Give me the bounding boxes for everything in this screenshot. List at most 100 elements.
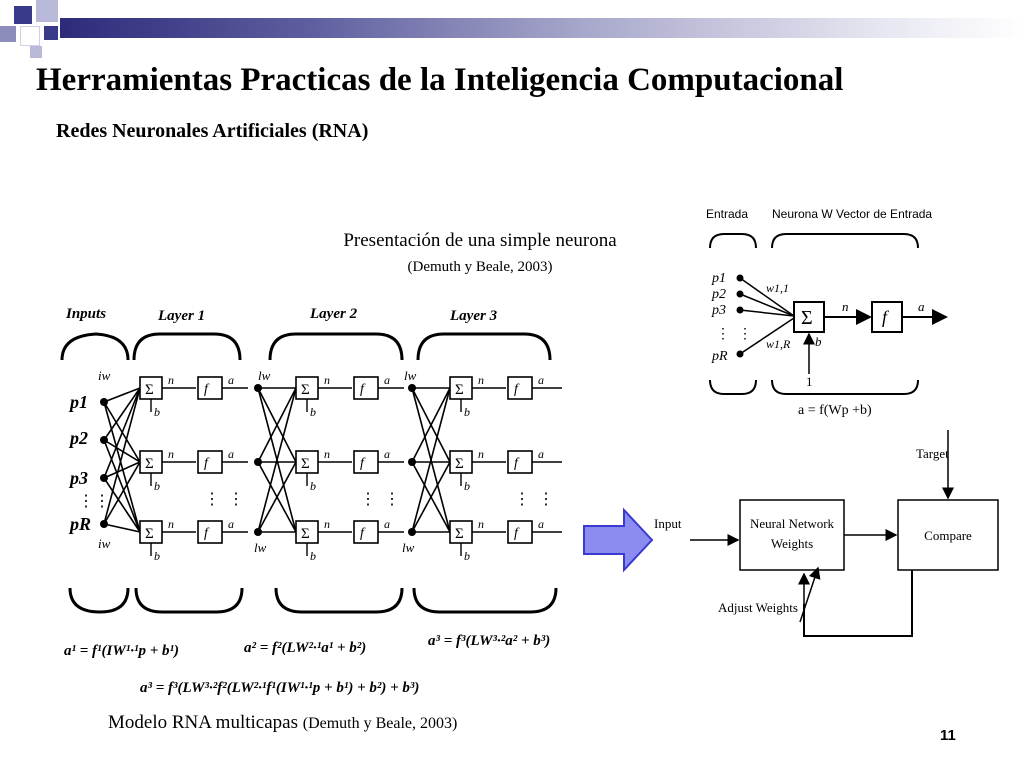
svg-text:f: f bbox=[360, 382, 366, 397]
sn-a-label: a bbox=[918, 299, 925, 314]
equations: a¹ = f¹(IW¹·¹p + b¹) a² = f²(LW²·¹a¹ + b… bbox=[64, 633, 550, 696]
neural-network-box bbox=[739, 499, 845, 571]
compare-box bbox=[897, 499, 999, 571]
svg-text:n: n bbox=[324, 373, 330, 387]
simple-neuron-title: Presentación de una simple neurona bbox=[343, 230, 617, 251]
compare-label: Compare bbox=[924, 528, 972, 543]
loop-input-label: Input bbox=[654, 516, 682, 531]
sn-bias-label: b bbox=[815, 334, 822, 349]
slide-subtitle: Redes Neuronales Artificiales (RNA) bbox=[56, 120, 369, 142]
svg-text:b: b bbox=[464, 549, 470, 563]
sn-equation: a = f(Wp +b) bbox=[798, 403, 872, 418]
svg-text:Σ: Σ bbox=[145, 382, 154, 398]
svg-text:a: a bbox=[384, 517, 390, 531]
svg-text:a: a bbox=[384, 447, 390, 461]
svg-text:⋮: ⋮ bbox=[538, 491, 554, 508]
svg-text:⋮: ⋮ bbox=[94, 493, 110, 510]
svg-text:iw: iw bbox=[98, 536, 111, 551]
adjust-weights-label: Adjust Weights bbox=[718, 600, 798, 615]
page-number: 11 bbox=[940, 727, 956, 744]
svg-text:Σ: Σ bbox=[145, 526, 154, 542]
svg-text:b: b bbox=[310, 479, 316, 493]
svg-text:lw: lw bbox=[404, 368, 417, 383]
nn-label-line1: Neural Network bbox=[750, 516, 835, 531]
sn-f-label: f bbox=[882, 307, 890, 327]
label-neurona: Neurona W Vector de Entrada bbox=[772, 207, 932, 221]
sn-weight-bottom: w1,R bbox=[766, 337, 791, 351]
svg-text:f: f bbox=[360, 526, 366, 541]
svg-text:a: a bbox=[538, 373, 544, 387]
svg-text:a: a bbox=[538, 447, 544, 461]
svg-text:⋮: ⋮ bbox=[738, 327, 752, 342]
svg-text:b: b bbox=[154, 405, 160, 419]
header-layer3: Layer 3 bbox=[449, 308, 498, 324]
target-label: Target bbox=[916, 446, 949, 461]
svg-text:lw: lw bbox=[258, 368, 271, 383]
svg-text:n: n bbox=[478, 517, 484, 531]
equation-full: a³ = f³(LW³·²f²(LW²·¹f¹(IW¹·¹p + b¹) + b… bbox=[140, 680, 419, 696]
svg-text:b: b bbox=[310, 549, 316, 563]
svg-text:b: b bbox=[310, 405, 316, 419]
simple-neuron-diagram: Entrada Neurona W Vector de Entrada p1 p… bbox=[706, 207, 948, 418]
svg-text:Σ: Σ bbox=[301, 382, 310, 398]
multilayer-caption: Modelo RNA multicapas (Demuth y Beale, 2… bbox=[108, 712, 457, 734]
training-loop-diagram: Input Neural Network Weights Compare Tar… bbox=[654, 430, 999, 637]
ml-input-p2: p2 bbox=[68, 428, 88, 448]
svg-text:b: b bbox=[464, 479, 470, 493]
caption-citation: (Demuth y Beale, 2003) bbox=[302, 715, 458, 732]
svg-text:⋮: ⋮ bbox=[716, 327, 730, 342]
ml-input-pR: pR bbox=[68, 514, 91, 534]
svg-text:f: f bbox=[514, 526, 520, 541]
svg-text:n: n bbox=[168, 447, 174, 461]
svg-text:⋮: ⋮ bbox=[514, 491, 530, 508]
svg-text:Σ: Σ bbox=[145, 456, 154, 472]
svg-text:lw: lw bbox=[254, 540, 267, 555]
sn-input-p1: p1 bbox=[711, 271, 726, 286]
sn-input-p3: p3 bbox=[711, 303, 726, 318]
svg-text:f: f bbox=[514, 382, 520, 397]
ml-input-p3: p3 bbox=[68, 468, 88, 488]
ml-input-p1: p1 bbox=[68, 392, 88, 412]
svg-text:f: f bbox=[514, 456, 520, 471]
svg-text:⋮: ⋮ bbox=[204, 491, 220, 508]
label-entrada: Entrada bbox=[706, 207, 748, 221]
svg-text:Σ: Σ bbox=[301, 456, 310, 472]
arrow-right-icon bbox=[583, 507, 654, 573]
svg-text:n: n bbox=[478, 447, 484, 461]
svg-text:a: a bbox=[228, 447, 234, 461]
sn-input-p2: p2 bbox=[711, 287, 726, 302]
equation-layer3: a³ = f³(LW³·²a² + b³) bbox=[428, 633, 550, 649]
sn-n-label: n bbox=[842, 299, 849, 314]
svg-text:a: a bbox=[228, 517, 234, 531]
caption-text: Modelo RNA multicapas bbox=[108, 712, 298, 733]
svg-text:n: n bbox=[324, 517, 330, 531]
svg-text:Σ: Σ bbox=[455, 456, 464, 472]
svg-text:Σ: Σ bbox=[301, 526, 310, 542]
svg-text:n: n bbox=[478, 373, 484, 387]
svg-text:⋮: ⋮ bbox=[384, 491, 400, 508]
equation-layer2: a² = f²(LW²·¹a¹ + b²) bbox=[244, 640, 366, 656]
header-gradient-bar bbox=[60, 18, 1024, 38]
sn-input-pR: pR bbox=[711, 349, 728, 364]
svg-text:f: f bbox=[204, 526, 210, 541]
sn-weight-top: w1,1 bbox=[766, 281, 789, 295]
svg-text:n: n bbox=[324, 447, 330, 461]
svg-text:n: n bbox=[168, 373, 174, 387]
svg-text:a: a bbox=[538, 517, 544, 531]
sn-sum-symbol: Σ bbox=[801, 307, 813, 329]
svg-text:⋮: ⋮ bbox=[228, 491, 244, 508]
svg-text:Σ: Σ bbox=[455, 382, 464, 398]
svg-text:Σ: Σ bbox=[455, 526, 464, 542]
svg-text:⋮: ⋮ bbox=[360, 491, 376, 508]
svg-text:a: a bbox=[384, 373, 390, 387]
sn-one-label: 1 bbox=[806, 374, 813, 389]
nn-label-line2: Weights bbox=[771, 536, 813, 551]
simple-neuron-citation: (Demuth y Beale, 2003) bbox=[407, 259, 553, 275]
svg-text:⋮: ⋮ bbox=[78, 493, 94, 510]
header-layer2: Layer 2 bbox=[309, 306, 358, 322]
header-inputs: Inputs bbox=[65, 306, 106, 322]
corner-decoration bbox=[0, 0, 80, 60]
header-layer1: Layer 1 bbox=[157, 308, 205, 324]
svg-text:b: b bbox=[464, 405, 470, 419]
